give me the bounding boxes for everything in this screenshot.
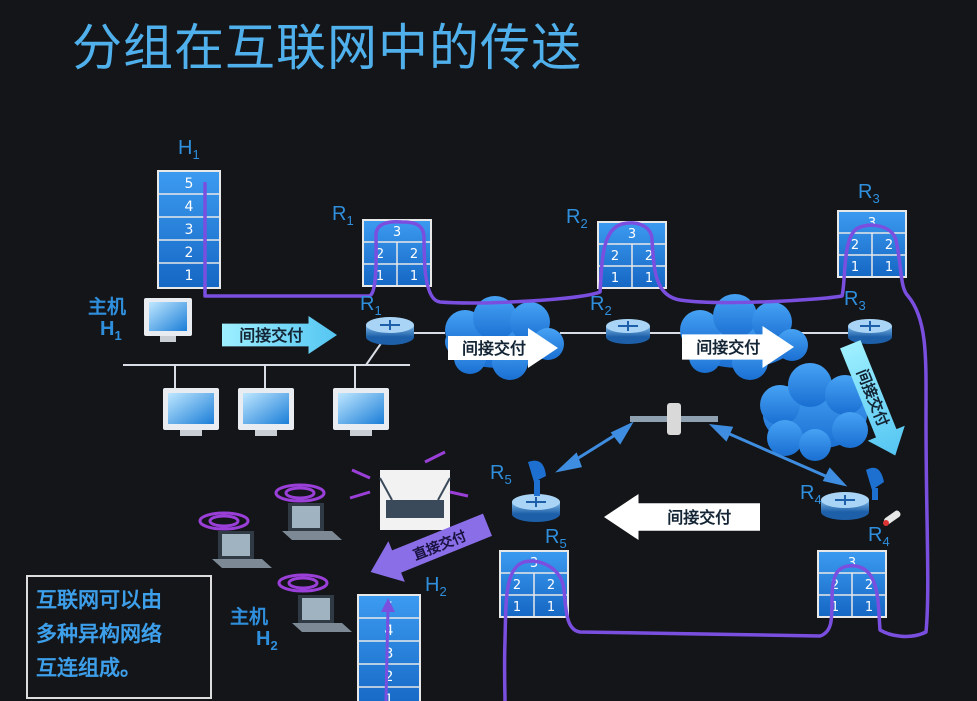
h2-layer-1: 1	[385, 692, 394, 701]
laptop-h2	[292, 595, 352, 632]
router-r1	[366, 317, 414, 345]
router-r4	[821, 492, 869, 520]
layer-3-label: 3	[393, 225, 401, 240]
layer-2-label: 2	[513, 578, 521, 593]
note-line-3: 互连组成。	[36, 656, 141, 680]
layer-3-label: 3	[530, 556, 538, 571]
pen-icon	[883, 510, 901, 526]
indirect-arrow-1: 间接交付	[222, 316, 337, 354]
layer-2-label: 2	[410, 247, 418, 262]
layer-2-label: 2	[376, 247, 384, 262]
layer-1-label: 1	[611, 271, 619, 286]
layer-1-label: 1	[885, 260, 893, 275]
network-cloud-3	[760, 363, 868, 461]
layer-2-label: 2	[611, 249, 619, 264]
host-h1-computer	[144, 298, 192, 342]
layer-1-label: 1	[376, 269, 384, 284]
layer-3-label: 3	[848, 556, 856, 571]
packet-path-h2	[384, 607, 390, 701]
r5-stack-label: R5	[545, 526, 567, 551]
r4-router-label: R4	[800, 482, 822, 507]
lan-computer-1	[163, 388, 219, 436]
router-r3	[848, 319, 892, 344]
lan-computer-2	[238, 388, 294, 436]
r2-stack-label: R2	[566, 206, 588, 231]
layer-1-label: 1	[547, 600, 555, 615]
satellite-dish-r4	[866, 467, 884, 500]
h1-stack-label: H1	[178, 137, 200, 162]
r1-stack-label: R1	[332, 203, 354, 228]
r4-stack-label: R4	[868, 524, 890, 549]
r5-router-label: R5	[490, 462, 512, 487]
layer-1-label: 1	[513, 600, 521, 615]
host-h2-label: H2	[256, 628, 278, 653]
r2-router-label: R2	[590, 293, 612, 318]
laptop-1	[282, 503, 342, 540]
note-line-1: 互联网可以由	[36, 588, 162, 612]
host-h2-label-word: 主机	[230, 607, 269, 628]
layer-1-label: 1	[865, 600, 873, 615]
wireless-access-point	[379, 470, 451, 530]
packet-path	[203, 182, 930, 701]
satellite-links	[555, 421, 848, 487]
layer-3-label: 3	[628, 227, 636, 242]
wireless-signals	[198, 450, 469, 593]
layer-2-label: 2	[851, 238, 859, 253]
h2-layer-4: 4	[385, 623, 394, 639]
h1-layer-1: 1	[185, 268, 194, 284]
indirect-arrow-5: 间接交付	[604, 494, 760, 540]
satellite-icon	[630, 403, 718, 435]
indirect-arrow-1-label: 间接交付	[239, 326, 303, 345]
r3-router-label: R3	[844, 288, 866, 313]
laptop-2	[212, 531, 272, 568]
r3-stack-label: R3	[858, 181, 880, 206]
layer-2-label: 2	[547, 578, 555, 593]
router-r2	[606, 319, 650, 344]
layer-1-label: 1	[851, 260, 859, 275]
note-box: 互联网可以由 多种异构网络 互连组成。	[26, 575, 212, 699]
indirect-arrow-3-label: 间接交付	[696, 338, 760, 357]
router-r5	[512, 494, 560, 522]
network-links	[123, 332, 848, 390]
h1-layer-5: 5	[185, 176, 194, 192]
h1-layer-4: 4	[185, 199, 194, 215]
indirect-arrow-2-label: 间接交付	[462, 339, 526, 358]
indirect-arrow-3: 间接交付	[682, 326, 794, 368]
h2-layer-3: 3	[385, 646, 394, 662]
lan-computer-3	[333, 388, 389, 436]
layer-1-label: 1	[410, 269, 418, 284]
host-h1-label: H1	[100, 318, 122, 343]
layer-2-label: 2	[865, 578, 873, 593]
h1-layer-3: 3	[185, 222, 194, 238]
satellite-dish-r5	[528, 460, 546, 496]
r1-router-label: R1	[360, 293, 382, 318]
indirect-arrow-2: 间接交付	[448, 328, 558, 368]
h2-layer-2: 2	[385, 669, 394, 685]
layer-2-label: 2	[885, 238, 893, 253]
indirect-arrow-5-label: 间接交付	[667, 508, 731, 527]
note-line-2: 多种异构网络	[36, 622, 162, 646]
h2-stack-label: H2	[425, 574, 447, 599]
host-h1-label-word: 主机	[88, 297, 127, 318]
layer-1-label: 1	[645, 271, 653, 286]
slide-title: 分组在互联网中的传送	[72, 19, 582, 77]
layer-1-label: 1	[831, 600, 839, 615]
h1-layer-2: 2	[185, 245, 194, 261]
layer-2-label: 2	[645, 249, 653, 264]
layer-2-label: 2	[831, 578, 839, 593]
host-h1-stack: 5 4 3 2 1	[157, 170, 221, 289]
